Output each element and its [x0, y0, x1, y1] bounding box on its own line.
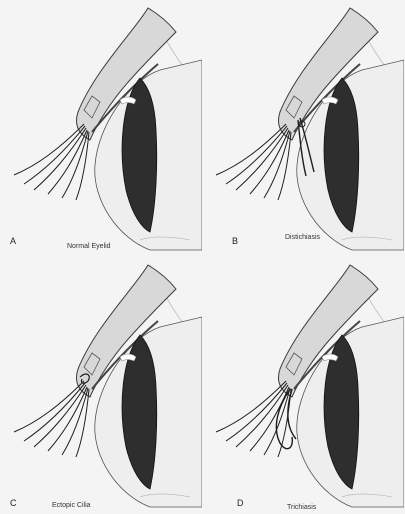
panel-c-ectopic-cilia: C Ectopic Cilia [0, 257, 202, 514]
eyelash [236, 128, 288, 190]
panel-caption: Distichiasis [285, 234, 320, 241]
eyelash [34, 385, 86, 447]
panel-caption: Ectopic Cilia [52, 502, 91, 509]
eyelash [216, 124, 286, 175]
panel-caption: Normal Eyelid [67, 243, 111, 250]
eyelash [76, 132, 89, 200]
panel-b-distichiasis: B Distichiasis [202, 0, 404, 257]
panel-letter: B [232, 236, 238, 246]
eyelash [216, 381, 286, 432]
panel-letter: C [10, 498, 17, 508]
eyelash [14, 124, 84, 175]
panel-letter: D [237, 498, 244, 508]
eyelash [236, 385, 288, 447]
eyelid-illustration-b [202, 0, 404, 257]
eyelash [226, 126, 287, 184]
eyelash [76, 389, 89, 457]
eyelid-illustration-a [0, 0, 202, 257]
panel-d-trichiasis: D Trichiasis [202, 257, 404, 514]
eyelash [14, 381, 84, 432]
panel-caption: Trichiasis [287, 504, 316, 511]
eyelash [278, 132, 291, 200]
eyelash [24, 126, 85, 184]
eyelash [226, 383, 287, 441]
eyelid-illustration-d [202, 257, 404, 514]
eyelid-illustration-c [0, 257, 202, 514]
panel-a-normal-eyelid: A Normal Eyelid [0, 0, 202, 257]
eyelash [24, 383, 85, 441]
eyelash [34, 128, 86, 190]
panel-letter: A [10, 236, 16, 246]
